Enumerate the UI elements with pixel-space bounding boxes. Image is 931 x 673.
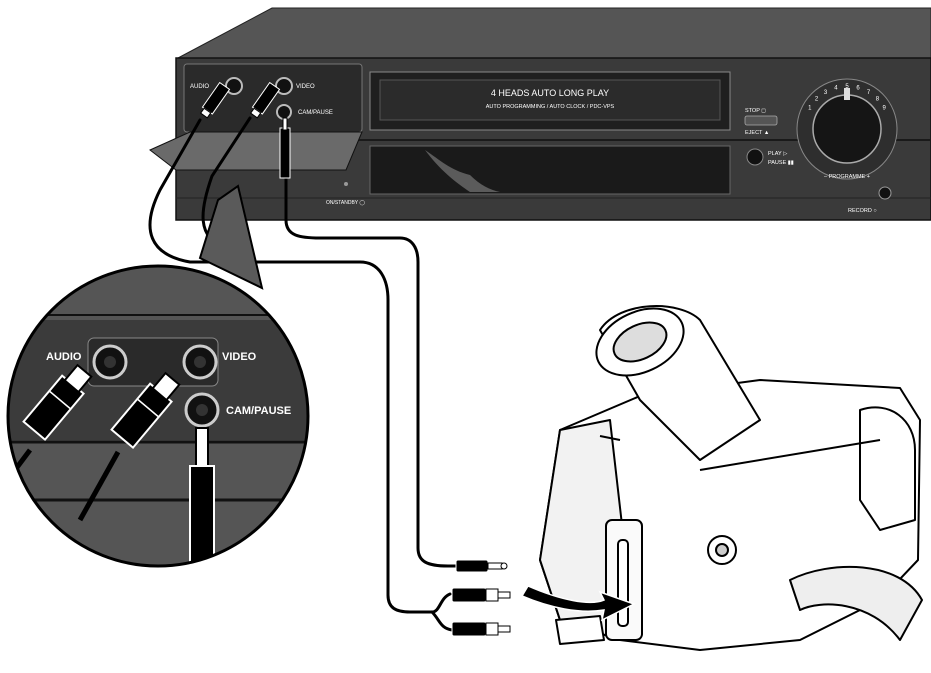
vcr-top	[177, 7, 931, 59]
av-cable	[148, 118, 452, 614]
av-cable-split	[430, 610, 454, 632]
inset-jack-plug	[189, 465, 215, 566]
cam-pause-cable	[284, 173, 460, 568]
cassette-door-subtitle: AUTO PROGRAMMING / AUTO CLOCK / PDC-VPS	[486, 104, 615, 110]
dial-pointer	[844, 88, 850, 100]
stop-eject-button[interactable]	[744, 115, 778, 126]
vcr-unit: AUDIO VIDEO CAM/PAUSE 4 HEADS AUTO LONG …	[149, 7, 931, 221]
dial-tick-label: 9	[883, 106, 887, 112]
inset-audio-label: AUDIO	[46, 351, 82, 363]
zoom-inset: AUDIO VIDEO CAM/PAUSE	[6, 184, 310, 568]
cam-pause-plug-end	[455, 559, 508, 573]
stop-label: STOP ◻	[745, 108, 766, 114]
zoom-callout	[198, 184, 264, 290]
insert-arrow	[520, 585, 636, 622]
vcr-cam-pause-label: CAM/PAUSE	[298, 110, 333, 116]
camcorder-plugs	[451, 559, 511, 637]
camcorder	[539, 305, 923, 651]
inset-cam-pause-label: CAM/PAUSE	[226, 405, 291, 417]
dial-tick-label: 3	[824, 90, 828, 96]
inset-video-plug	[110, 371, 181, 450]
rca-plug-audio-end	[451, 587, 511, 603]
dial-tick-label: 5	[845, 84, 849, 90]
dial-tick-label: 1	[808, 106, 812, 112]
inset-video-label: VIDEO	[222, 351, 257, 363]
play-pause-button[interactable]	[746, 148, 764, 166]
vcr-audio-label: AUDIO	[190, 84, 209, 90]
dial-tick-label: 4	[834, 86, 838, 92]
vcr-video-jack[interactable]	[275, 77, 293, 95]
programme-dial[interactable]	[812, 94, 882, 164]
eject-label: EJECT ▲	[745, 130, 769, 136]
dial-tick-label: 6	[856, 86, 860, 92]
vcr-cam-pause-jack[interactable]	[276, 104, 292, 120]
lens-housing	[859, 406, 916, 531]
cassette-door-title: 4 HEADS AUTO LONG PLAY	[491, 88, 609, 98]
on-standby-label: ON/STANDBY ◯	[326, 200, 365, 206]
inset-jack-tip	[195, 427, 209, 469]
vcr-audio-jack[interactable]	[225, 77, 243, 95]
dial-tick-label: 8	[876, 97, 880, 103]
display-window	[369, 145, 731, 195]
record-label: RECORD ○	[848, 208, 877, 214]
pause-label: PAUSE ▮▮	[768, 160, 794, 166]
play-label: PLAY ▷	[768, 151, 788, 157]
vcr-video-plug	[249, 81, 281, 119]
vcr-audio-plug	[199, 81, 231, 119]
vcr-video-label: VIDEO	[296, 84, 315, 90]
dial-tick-label: 2	[815, 97, 819, 103]
hand-strap	[789, 565, 923, 641]
zoom-circle-border	[6, 264, 310, 568]
inset-audio-plug	[22, 363, 93, 442]
vcr-plugs	[199, 81, 291, 179]
dial-tick-label: 7	[867, 90, 871, 96]
vcr-cam-pause-plug	[279, 127, 291, 179]
rca-plug-video-end	[451, 621, 511, 637]
programme-label: – PROGRAMME +	[824, 174, 870, 180]
record-button[interactable]	[878, 186, 892, 200]
